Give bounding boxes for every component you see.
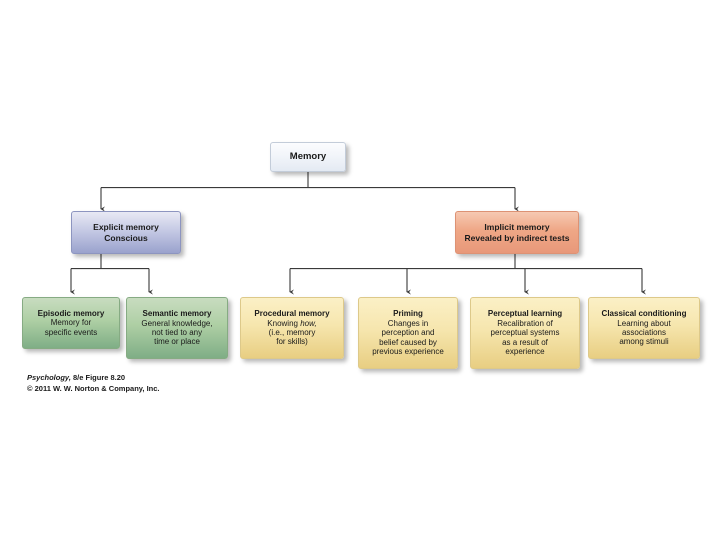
node-priming-line-3: belief caused by <box>379 337 437 347</box>
node-semantic-memory-line-3: time or place <box>154 337 200 347</box>
node-priming[interactable]: Priming Changes in perception and belief… <box>358 297 458 369</box>
node-perceptual-learning-line-3: as a result of <box>502 337 548 347</box>
node-semantic-memory[interactable]: Semantic memory General knowledge, not t… <box>126 297 228 359</box>
node-implicit-memory-title: Implicit memory <box>484 222 550 233</box>
node-episodic-memory-line-2: specific events <box>44 327 98 337</box>
node-episodic-memory[interactable]: Episodic memory Memory for specific even… <box>22 297 120 349</box>
node-classical-conditioning-line-3: among stimuli <box>619 337 669 347</box>
node-classical-conditioning-line-1: Learning about <box>617 318 671 328</box>
node-procedural-memory-line-1: Knowing how, <box>267 318 317 328</box>
caption-line-1: Psychology, 8/e Figure 8.20 <box>27 373 160 384</box>
node-perceptual-learning-line-4: experience <box>505 347 545 357</box>
node-procedural-memory-title: Procedural memory <box>254 309 330 319</box>
node-procedural-memory[interactable]: Procedural memory Knowing how, (i.e., me… <box>240 297 344 359</box>
node-priming-line-2: perception and <box>381 328 435 338</box>
node-procedural-memory-line-3: for skills) <box>276 337 308 347</box>
caption-copyright: © 2011 W. W. Norton & Company, Inc. <box>27 383 160 393</box>
node-memory-title: Memory <box>289 151 327 163</box>
node-perceptual-learning-line-1: Recalibration of <box>497 318 553 328</box>
node-perceptual-learning-line-2: perceptual systems <box>490 328 560 338</box>
node-episodic-memory-title: Episodic memory <box>37 308 105 318</box>
node-implicit-memory-subtitle: Revealed by indirect tests <box>464 232 570 243</box>
node-semantic-memory-line-1: General knowledge, <box>141 318 213 328</box>
caption-figure-number: 8/e Figure 8.20 <box>70 373 126 382</box>
node-explicit-memory[interactable]: Explicit memory Conscious <box>71 211 181 254</box>
node-semantic-memory-line-2: not tied to any <box>151 328 203 337</box>
node-perceptual-learning-title: Perceptual learning <box>487 309 563 319</box>
node-explicit-memory-title: Explicit memory <box>93 222 159 233</box>
node-classical-conditioning[interactable]: Classical conditioning Learning about as… <box>588 297 700 359</box>
node-episodic-memory-line-1: Memory for <box>50 318 92 328</box>
node-priming-line-4: previous experience <box>372 347 444 357</box>
node-semantic-memory-title: Semantic memory <box>142 309 212 319</box>
node-classical-conditioning-line-2: associations <box>621 328 667 337</box>
node-memory[interactable]: Memory <box>270 142 346 172</box>
node-perceptual-learning[interactable]: Perceptual learning Recalibration of per… <box>470 297 580 369</box>
node-priming-line-1: Changes in <box>387 318 429 328</box>
node-implicit-memory[interactable]: Implicit memory Revealed by indirect tes… <box>455 211 579 254</box>
figure-caption: Psychology, 8/e Figure 8.20 © 2011 W. W.… <box>27 373 160 395</box>
caption-source-title: Psychology, <box>27 373 71 382</box>
node-classical-conditioning-title: Classical conditioning <box>601 309 687 319</box>
node-explicit-memory-subtitle: Conscious <box>104 232 148 243</box>
node-priming-title: Priming <box>393 309 423 319</box>
node-procedural-memory-line-2: (i.e., memory <box>268 328 316 337</box>
